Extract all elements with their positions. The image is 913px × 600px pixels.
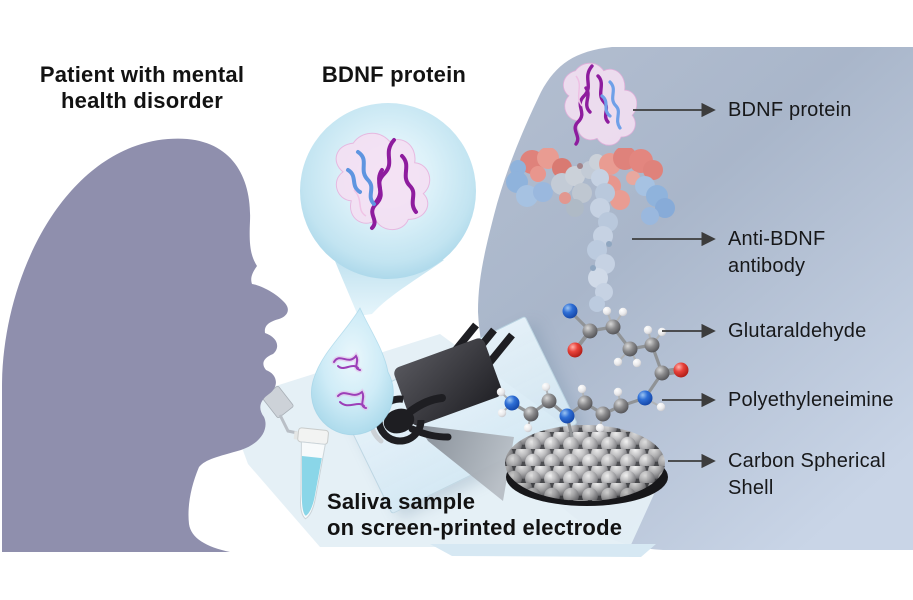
carbon-shell-disk: [505, 425, 668, 506]
screen-printed-electrode: [368, 322, 515, 445]
panel-label-glutaraldehyde: Glutaraldehyde: [728, 320, 867, 342]
bdnf-ribbon-structure: [562, 62, 637, 146]
panel-label-carbon-spherical-shell: Carbon Spherical Shell: [728, 450, 886, 499]
panel-label-bdnf-protein: BDNF protein: [728, 99, 852, 121]
pei-molecule: [504, 390, 653, 424]
magnifier-bubble: [300, 103, 476, 436]
patient-title: Patient with mental health disorder: [39, 62, 245, 113]
panel-label-polyethyleneimine: Polyethyleneimine: [728, 389, 894, 411]
saliva-caption: Saliva sample on screen-printed electrod…: [327, 489, 623, 540]
glutaraldehyde-molecule: [562, 303, 689, 381]
antibody-structure: [506, 148, 675, 312]
saliva-droplet: [310, 307, 394, 436]
bubble-protein-ribbon: [335, 132, 431, 231]
panel-label-anti-bdnf-antibody: Anti-BDNF antibody: [728, 228, 826, 277]
sample-tube: [293, 427, 329, 520]
sample-collection: [262, 386, 329, 520]
bubble-title: BDNF protein: [321, 62, 467, 87]
electrode-trace-lower: [408, 425, 452, 441]
electrode-trace-upper: [407, 394, 446, 415]
working-disk: [383, 408, 415, 434]
tube-liquid: [301, 456, 322, 516]
droplet-protein: [331, 351, 369, 411]
head-silhouette: [2, 138, 288, 553]
molecule-models: [496, 303, 689, 438]
